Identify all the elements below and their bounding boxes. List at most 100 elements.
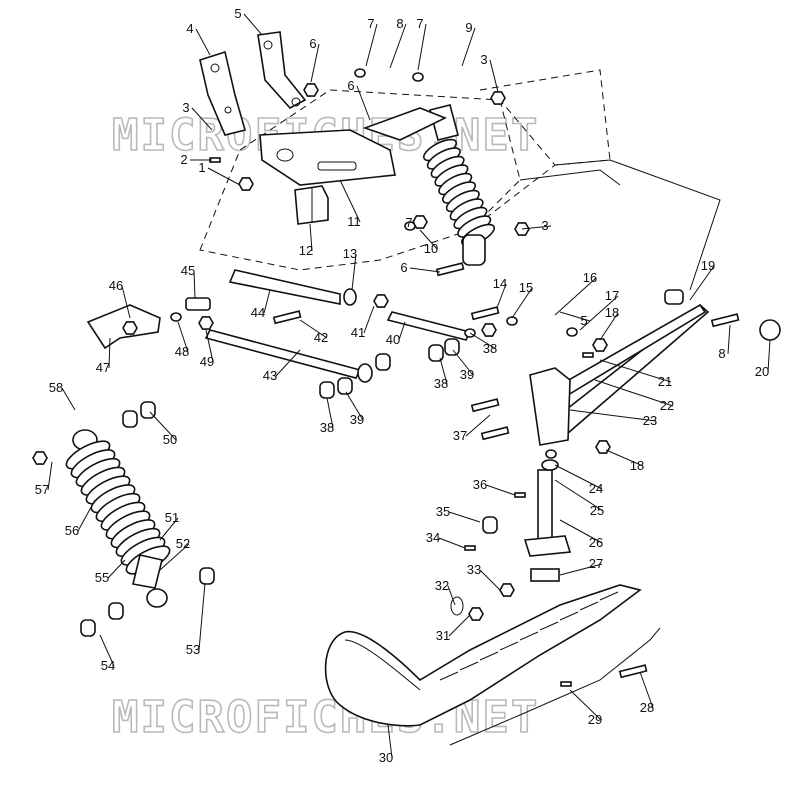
- mount-block: [294, 185, 329, 225]
- leader-line: [727, 324, 731, 355]
- part-callout-56: 56: [65, 523, 79, 538]
- leader-line: [689, 265, 715, 301]
- leader-line: [559, 519, 603, 544]
- leader-line: [479, 569, 501, 591]
- part-callout-23: 23: [643, 413, 657, 428]
- part-callout-40: 40: [386, 332, 400, 347]
- part-callout-10: 10: [424, 241, 438, 256]
- part-callout-34: 34: [426, 530, 440, 545]
- leader-line: [485, 484, 516, 496]
- leader-line: [438, 537, 466, 549]
- leader-line: [243, 13, 263, 36]
- leader-line: [108, 337, 111, 369]
- hardware-washer: [506, 316, 518, 326]
- hardware-plate: [185, 297, 211, 311]
- hardware-bolt: [435, 262, 465, 277]
- hardware-nut: [373, 294, 389, 308]
- part-callout-3: 3: [182, 100, 189, 115]
- part-callout-8: 8: [718, 346, 725, 361]
- upper-shock-absorber: [362, 104, 496, 266]
- part-callout-3: 3: [480, 52, 487, 67]
- hardware-bolt: [480, 426, 510, 441]
- leader-line: [345, 391, 364, 421]
- part-callout-21: 21: [658, 374, 672, 389]
- hardware-washer: [545, 449, 557, 459]
- leader-line: [605, 449, 644, 467]
- hardware-bush: [375, 353, 391, 371]
- part-callout-1: 1: [198, 160, 205, 175]
- leader-line: [191, 107, 213, 131]
- hardware-cap: [759, 319, 781, 341]
- leader-line: [409, 221, 416, 224]
- hardware-bush: [482, 516, 498, 534]
- part-callout-26: 26: [589, 535, 603, 550]
- part-callout-25: 25: [590, 503, 604, 518]
- leader-line: [599, 359, 672, 383]
- part-callout-5: 5: [580, 313, 587, 328]
- part-callout-31: 31: [436, 628, 450, 643]
- part-callout-53: 53: [186, 642, 200, 657]
- leader-line: [398, 321, 406, 341]
- leader-line: [594, 379, 674, 407]
- hardware-bush: [444, 338, 460, 356]
- leader-line: [569, 409, 657, 422]
- leader-line: [559, 563, 603, 576]
- part-callout-7: 7: [416, 16, 423, 31]
- part-callout-39: 39: [350, 412, 364, 427]
- lower-shock-absorber: [65, 429, 171, 608]
- part-callout-8: 8: [396, 16, 403, 31]
- part-callout-41: 41: [351, 325, 365, 340]
- spindle-assembly: [523, 367, 572, 557]
- leader-line: [205, 329, 214, 363]
- hardware-bush: [428, 344, 444, 362]
- part-callout-54: 54: [101, 658, 115, 673]
- hardware-bolt: [272, 310, 302, 325]
- hardware-nut: [238, 177, 254, 191]
- leader-line: [559, 311, 591, 322]
- leader-line: [77, 499, 96, 532]
- leader-line: [159, 543, 190, 571]
- leader-line: [310, 43, 320, 83]
- part-callout-38: 38: [434, 376, 448, 391]
- hardware-pin: [464, 545, 476, 551]
- part-callout-9: 9: [465, 20, 472, 35]
- leader-line: [461, 27, 476, 67]
- leader-line: [554, 464, 603, 490]
- hardware-bolt: [618, 664, 648, 679]
- leader-line: [599, 312, 619, 341]
- leader-line: [579, 295, 619, 331]
- part-callout-5: 5: [234, 6, 241, 21]
- leader-line: [554, 479, 604, 512]
- hardware-bush: [337, 377, 353, 395]
- part-callout-3: 3: [541, 218, 548, 233]
- leader-line: [198, 582, 206, 651]
- part-callout-49: 49: [200, 354, 214, 369]
- hardware-nut: [490, 91, 506, 105]
- part-callout-57: 57: [35, 482, 49, 497]
- part-callout-14: 14: [493, 276, 507, 291]
- hardware-bush: [108, 602, 124, 620]
- hardware-washer: [170, 312, 182, 322]
- part-callout-44: 44: [251, 305, 265, 320]
- hardware-bolt: [710, 313, 740, 328]
- hardware-nut: [468, 607, 484, 621]
- leader-line: [351, 253, 357, 291]
- leader-line: [496, 283, 507, 309]
- hardware-pin: [514, 492, 526, 498]
- leader-line: [569, 689, 602, 721]
- leader-line: [263, 289, 271, 314]
- part-callout-19: 19: [701, 258, 715, 273]
- hardware-block: [530, 568, 560, 582]
- leader-line: [299, 319, 328, 339]
- part-callout-45: 45: [181, 263, 195, 278]
- part-callout-24: 24: [589, 481, 603, 496]
- hardware-washer: [354, 68, 366, 78]
- part-callout-6: 6: [400, 260, 407, 275]
- watermark-bottom: MICROFICHES.NET: [112, 692, 539, 743]
- part-callout-47: 47: [96, 360, 110, 375]
- part-callout-42: 42: [314, 330, 328, 345]
- part-callout-38: 38: [483, 341, 497, 356]
- part-callout-7: 7: [367, 16, 374, 31]
- part-callout-4: 4: [186, 21, 193, 36]
- part-callout-50: 50: [163, 432, 177, 447]
